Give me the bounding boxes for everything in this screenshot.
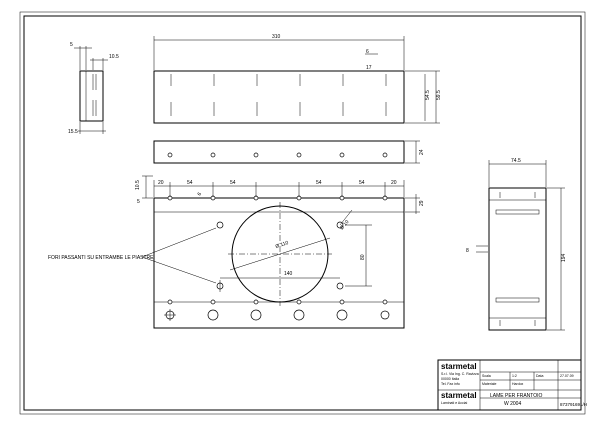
company-logo-bottom: starmetal (441, 391, 477, 400)
dim-edge-small: 5 (137, 199, 140, 205)
material-label: Materiale (482, 382, 496, 386)
date-value: 27.07.09 (560, 374, 574, 378)
side-view: 5 10.5 15.5 (68, 42, 119, 135)
company-address-3: Tel. Fax info (441, 382, 460, 386)
dim-end-width: 74.5 (511, 158, 521, 164)
dim-slot-width: 6 (366, 49, 369, 55)
dim-slot-depth: 17 (366, 65, 372, 71)
part-subtitle: W 2004 (504, 401, 521, 407)
dim-spacing-c: 54 (316, 180, 322, 186)
company-logo-top: starmetal (441, 362, 477, 371)
dim-edge-offset: 10.5 (135, 180, 141, 190)
dim-total-length: 310 (272, 34, 281, 40)
scale-value: 1:2 (512, 374, 517, 378)
dim-spacing-d: 54 (359, 180, 365, 186)
dim-height-inner: 54.5 (425, 90, 431, 100)
dim-hole-top-dia: 6 (197, 191, 204, 197)
company-address-2: 00000 Italia (441, 377, 459, 381)
dim-spacing-last: 20 (391, 180, 397, 186)
dim-height-outer: 59.5 (436, 90, 442, 100)
scale-label: Scala (482, 374, 491, 378)
company-address-1: S.r.l. Via Ing. C. Ravizza (441, 372, 479, 376)
material-value: Hardox (512, 382, 524, 386)
dim-circle-diameter: Ø 110 (275, 240, 290, 250)
dim-end-height: 194 (561, 253, 567, 262)
sheet-outer-border (19, 11, 586, 415)
dim-end-small: 8 (466, 248, 469, 254)
dim-spacing-a: 54 (187, 180, 193, 186)
dim-side-bottom: 15.5 (68, 129, 78, 135)
holes-note: FORI PASSANTI SU ENTRAMBE LE PIASTRE (48, 227, 217, 284)
dim-vertical-distance: 80 (360, 254, 366, 260)
dim-strip-height: 24 (419, 149, 425, 155)
date-label: Data (536, 374, 543, 378)
drawing-number: 873791691/H (560, 402, 587, 407)
part-title: LAME PER FRANTOIO (490, 393, 543, 399)
sheet-inner-border (23, 15, 582, 411)
end-view: 74.5 194 8 (466, 158, 567, 331)
dim-right-height: 29 (419, 200, 425, 206)
dim-spacing-b: 54 (230, 180, 236, 186)
dim-diag-hole: Ø 10 (339, 219, 351, 231)
front-hatched-view: 310 6 17 54.5 59.5 (153, 34, 442, 124)
note-through-holes: FORI PASSANTI SU ENTRAMBE LE PIASTRE (48, 255, 154, 261)
dim-spacing-first: 20 (158, 180, 164, 186)
title-block: starmetal S.r.l. Via Ing. C. Ravizza 000… (437, 359, 587, 411)
dim-side-width-right: 10.5 (109, 54, 119, 60)
main-plate-view: Ø 110 Ø 10 140 80 20 54 54 54 54 20 10.5… (135, 175, 425, 329)
company-subtitle: Laminati e Acciai (441, 401, 467, 405)
dim-side-width-top: 5 (70, 42, 73, 48)
strip-view: 24 (153, 140, 425, 164)
dim-horizontal-distance: 140 (284, 271, 293, 277)
